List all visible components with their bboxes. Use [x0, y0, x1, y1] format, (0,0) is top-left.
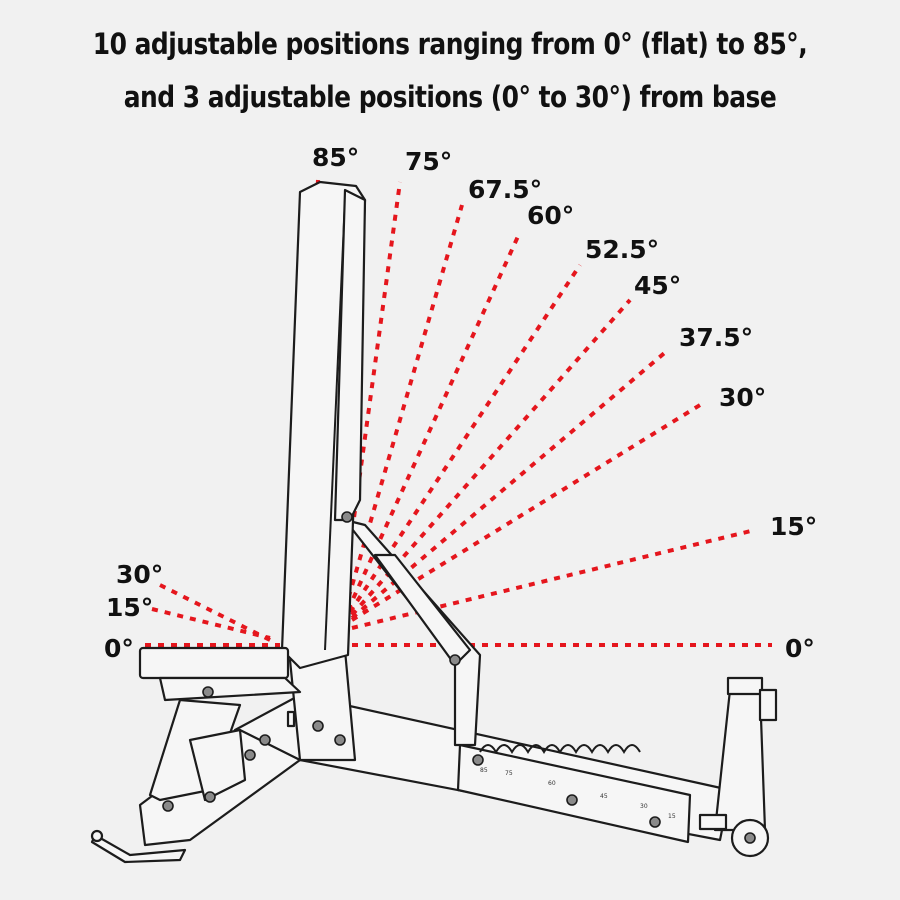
seat-label-15: 15°	[106, 593, 153, 622]
bracket-mark-45: 45	[600, 793, 608, 800]
bracket-mark-30: 30	[640, 803, 648, 810]
bracket-mark-60: 60	[548, 780, 556, 787]
bracket-mark-75: 75	[505, 770, 513, 777]
slot-1	[286, 710, 296, 728]
bolt-9	[566, 794, 578, 806]
headline-line-2: and 3 adjustable positions (0° to 30°) f…	[123, 80, 777, 114]
headline-line-1: 10 adjustable positions ranging from 0° …	[92, 27, 808, 61]
wheel-hub	[744, 832, 756, 844]
seat-ray-15	[151, 607, 271, 640]
cable-end	[90, 829, 104, 843]
brand-plate	[698, 813, 728, 831]
label-52-5: 52.5°	[585, 235, 659, 264]
support-arm-cover	[373, 553, 472, 667]
bolt-8	[472, 754, 484, 766]
label-75: 75°	[405, 147, 452, 176]
label-30: 30°	[719, 383, 766, 412]
bolt-7	[244, 749, 256, 761]
label-60: 60°	[527, 201, 574, 230]
seat-label-0: 0°	[104, 634, 134, 663]
seat-angle-labels: 30° 15° 0°	[104, 560, 163, 663]
ladder-teeth	[479, 744, 641, 755]
bolt-5	[312, 720, 324, 732]
label-67-5: 67.5°	[468, 175, 542, 204]
ladder-bracket-front	[188, 728, 247, 802]
bolt-3	[202, 686, 214, 698]
label-15: 15°	[770, 512, 817, 541]
ladder-plate	[456, 743, 692, 844]
rear-upright	[713, 688, 767, 832]
ray-75	[338, 181, 402, 621]
bench-drawing: 85 75 60 45 30 15	[90, 180, 778, 864]
seat-frame	[158, 676, 302, 702]
front-stabilizer	[90, 833, 187, 864]
label-0: 0°	[785, 634, 815, 663]
bolt-1	[341, 511, 353, 523]
bolt-10	[649, 816, 661, 828]
seat-label-30: 30°	[116, 560, 163, 589]
bracket-mark-15: 15	[668, 813, 676, 820]
bolt-11	[162, 800, 174, 812]
seat-angle-rays	[145, 583, 280, 647]
back-frame	[333, 188, 367, 522]
label-37-5: 37.5°	[679, 323, 753, 352]
bolt-2	[449, 654, 461, 666]
rear-cap	[726, 676, 764, 696]
handle-bracket	[758, 688, 778, 722]
seat-pad	[138, 646, 290, 680]
bolt-4	[259, 734, 271, 746]
seat-ray-30	[159, 583, 271, 642]
bracket-mark-85: 85	[480, 767, 488, 774]
bolt-6	[334, 734, 346, 746]
bolt-12	[204, 791, 216, 803]
label-85: 85°	[312, 143, 359, 172]
back-angle-labels: 85° 75° 67.5° 60° 52.5° 45° 37.5° 30° 15…	[312, 143, 817, 663]
label-45: 45°	[634, 271, 681, 300]
